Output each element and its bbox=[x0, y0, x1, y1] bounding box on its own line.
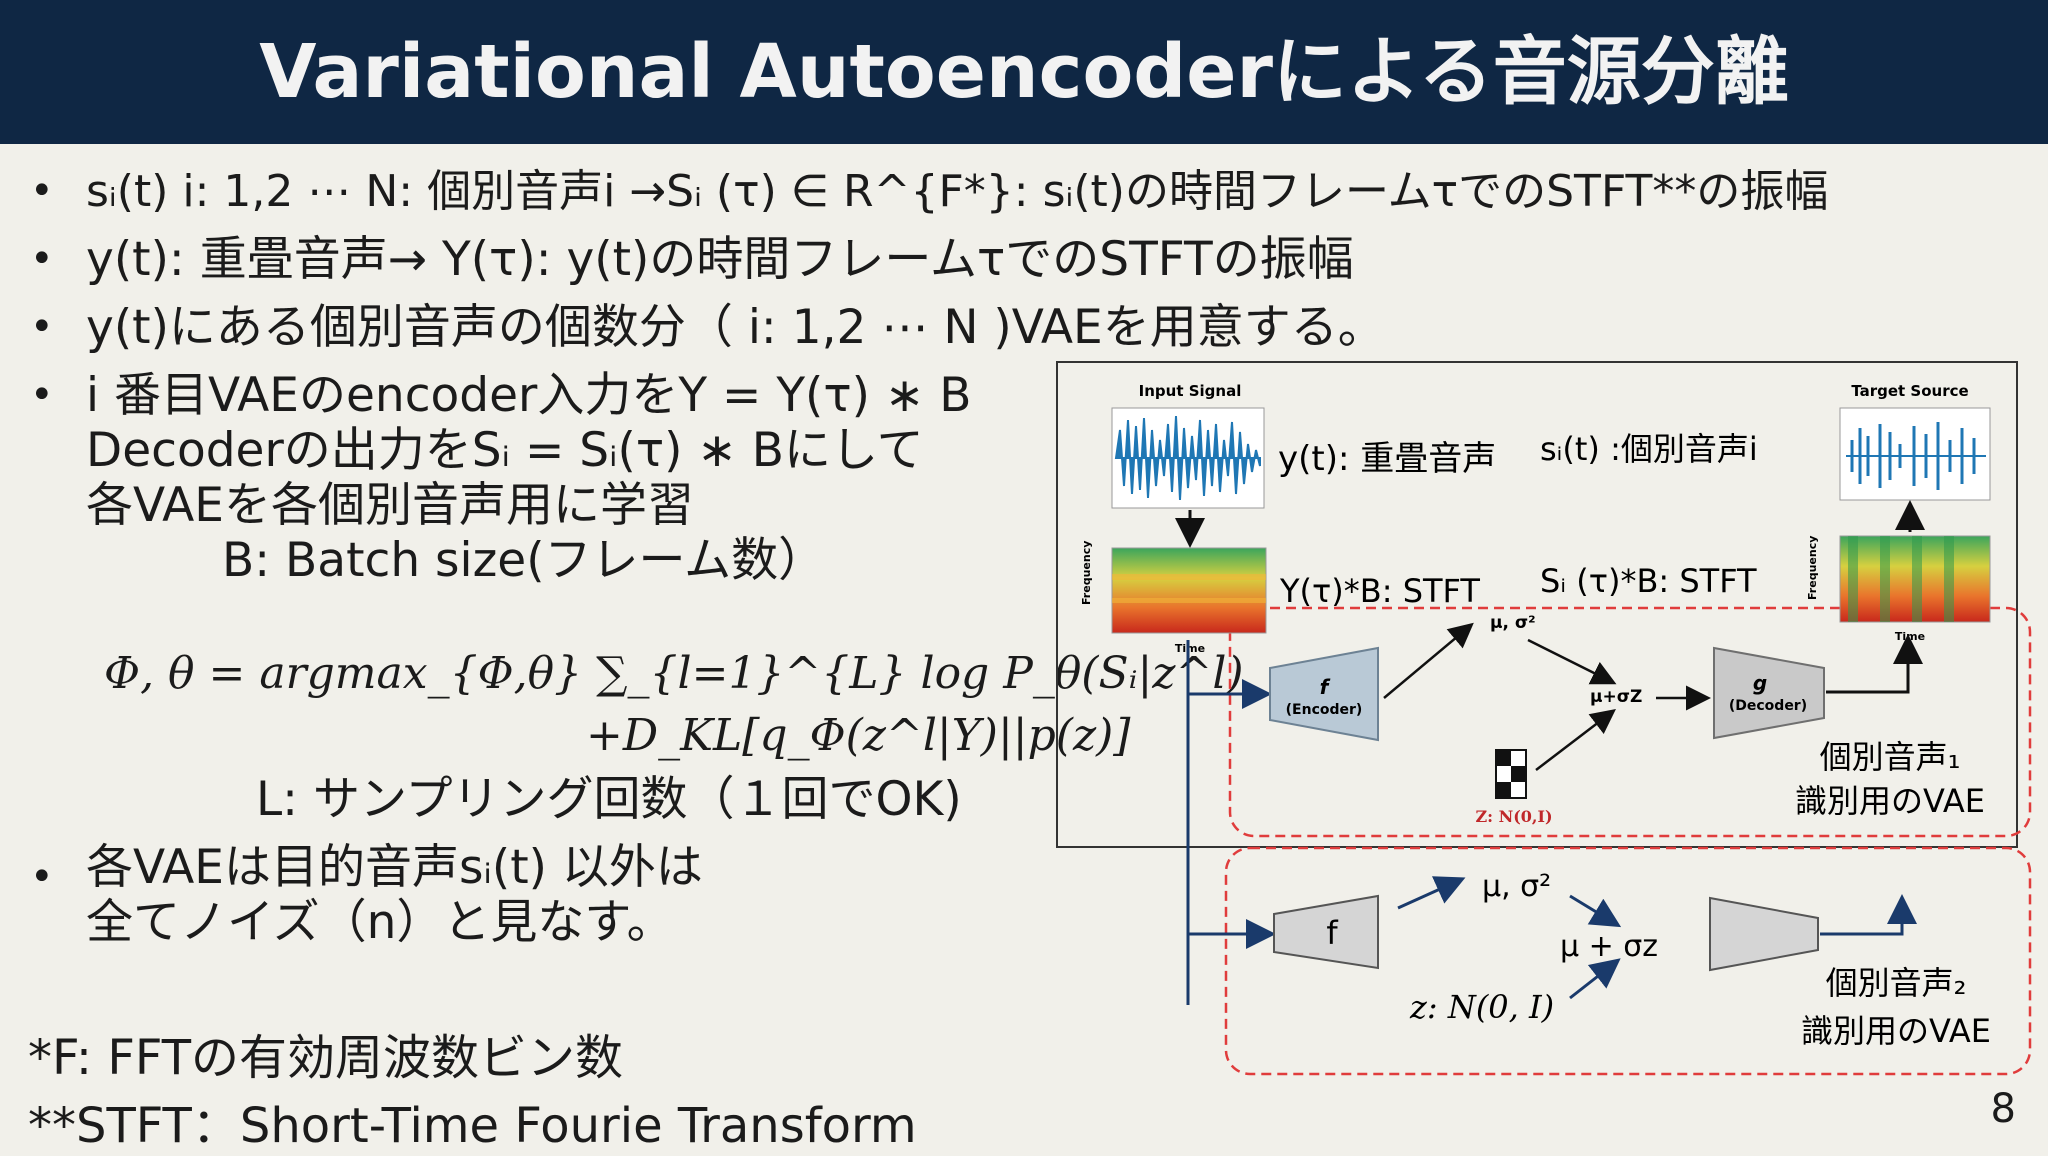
z-normal-1: Z: N(0,I) bbox=[1475, 807, 1552, 826]
slide-title: Variational Autoencoderによる音源分離 bbox=[259, 29, 1789, 115]
mu-sigma-z-2: μ + σz bbox=[1560, 929, 1658, 964]
page-number: 8 bbox=[1990, 1086, 2016, 1132]
arrow-decoder2-out bbox=[1820, 894, 1917, 936]
footnote-stft: **STFT：Short-Time Fourie Transform bbox=[28, 1098, 917, 1154]
s-source-label: sᵢ(t) :個別音声i bbox=[1540, 430, 1758, 468]
arrow-enc-to-musigma bbox=[1383, 622, 1474, 699]
vae1-label-line-2: 識別用のVAE bbox=[1795, 782, 1985, 820]
arrow-musigma-to-z bbox=[1527, 638, 1617, 685]
bullet-2: y(t): 重畳音声→ Y(τ): y(t)の時間フレームτでのSTFTの振幅 bbox=[86, 232, 1354, 287]
input-waveform bbox=[1114, 415, 1261, 501]
target-spectrogram-bars bbox=[1848, 536, 1954, 622]
vae1-label-line-1: 個別音声₁ bbox=[1820, 738, 1961, 776]
bullet-3: y(t)にある個別音声の個数分（ i: 1,2 ⋯ N )VAEを用意する。 bbox=[86, 300, 1385, 355]
bullet-5-line-2: 全てノイズ（n）と見なす。 bbox=[86, 895, 674, 950]
bullet-dot: • bbox=[30, 304, 54, 350]
mu-sigma-2: μ, σ² bbox=[1482, 869, 1551, 904]
Y-stft-label: Y(τ)*B: STFT bbox=[1279, 572, 1480, 610]
encoder-1-sub: (Encoder) bbox=[1286, 702, 1363, 718]
arrow-musigma2-to-z bbox=[1569, 894, 1622, 928]
frequency-label-left: Frequency bbox=[1080, 541, 1093, 605]
formula-line-2: +D_KL[q_Φ(z^l|Y)||p(z)] bbox=[586, 710, 1131, 761]
bullet-1: sᵢ(t) i: 1,2 ⋯ N: 個別音声i →Sᵢ (τ) ∈ R^{F*}… bbox=[86, 166, 1829, 217]
decoder-1 bbox=[1713, 646, 1825, 740]
bullet-4-line-4: B: Batch size(フレーム数） bbox=[222, 533, 826, 588]
y-mixture-label: y(t): 重畳音声 bbox=[1278, 439, 1496, 479]
target-waveform bbox=[1846, 422, 1986, 490]
vae1-dashed-box bbox=[1228, 606, 2032, 838]
bullet-dot: • bbox=[30, 854, 54, 900]
bullet-4-line-1: i 番目VAEのencoder入力をY = Y(τ) ∗ B bbox=[86, 368, 972, 423]
target-source-label: Target Source bbox=[1851, 382, 1968, 400]
frequency-label-right: Frequency bbox=[1806, 536, 1819, 600]
input-signal-label: Input Signal bbox=[1139, 382, 1242, 400]
mu-sigma-z-1: μ+σZ bbox=[1590, 687, 1642, 707]
arrow-noise-to-z bbox=[1535, 708, 1616, 771]
footnote-fft: *F: FFTの有効周波数ビン数 bbox=[28, 1030, 624, 1086]
arrow-enc2-to-musigma bbox=[1397, 876, 1466, 910]
arrow-decoder-to-target bbox=[1826, 634, 1923, 694]
vae2-label-line-1: 個別音声₂ bbox=[1826, 964, 1967, 1002]
decoder-1-sub: (Decoder) bbox=[1729, 698, 1807, 714]
mu-sigma-1: μ, σ² bbox=[1490, 613, 1536, 633]
encoder-1 bbox=[1269, 646, 1379, 742]
time-label-left: Time bbox=[1175, 642, 1205, 655]
encoder-2 bbox=[1273, 894, 1379, 970]
vae2-dashed-box bbox=[1224, 846, 2032, 1076]
z-normal-2: z: N(0, I) bbox=[1409, 988, 1554, 1026]
bullet-5-line-1: 各VAEは目的音声sᵢ(t) 以外は bbox=[86, 840, 703, 895]
formula-line-1: Φ, θ = argmax_{Φ,θ} ∑_{l=1}^{L} log P_θ(… bbox=[104, 648, 1244, 699]
bullet-4-line-2: Decoderの出力をSᵢ = Sᵢ(τ) ∗ Bにして bbox=[86, 423, 924, 478]
noise-sample-icon bbox=[1495, 749, 1527, 799]
S-stft-label: Sᵢ (τ)*B: STFT bbox=[1540, 562, 1757, 600]
decoder-1-g: g bbox=[1753, 671, 1767, 695]
decoder-2 bbox=[1709, 896, 1819, 972]
encoder-1-f: f bbox=[1320, 675, 1331, 699]
arrow-z2-to-sum bbox=[1569, 958, 1621, 1000]
time-label-right: Time bbox=[1895, 630, 1925, 643]
formula-line-3: L: サンプリング回数（１回でOK) bbox=[256, 772, 962, 827]
bullet-4-line-3: 各VAEを各個別音声用に学習 bbox=[86, 478, 694, 533]
vae2-label-line-2: 識別用のVAE bbox=[1801, 1012, 1991, 1050]
bullet-dot: • bbox=[30, 372, 54, 418]
input-spectrogram-bands bbox=[1112, 574, 1266, 603]
encoder-2-f: f bbox=[1326, 914, 1338, 952]
bullet-dot: • bbox=[30, 236, 54, 282]
title-bar bbox=[0, 0, 2048, 144]
input-spectrogram bbox=[1111, 547, 1267, 634]
diagram-panel-border bbox=[1056, 361, 2018, 848]
bullet-dot: • bbox=[30, 168, 54, 214]
